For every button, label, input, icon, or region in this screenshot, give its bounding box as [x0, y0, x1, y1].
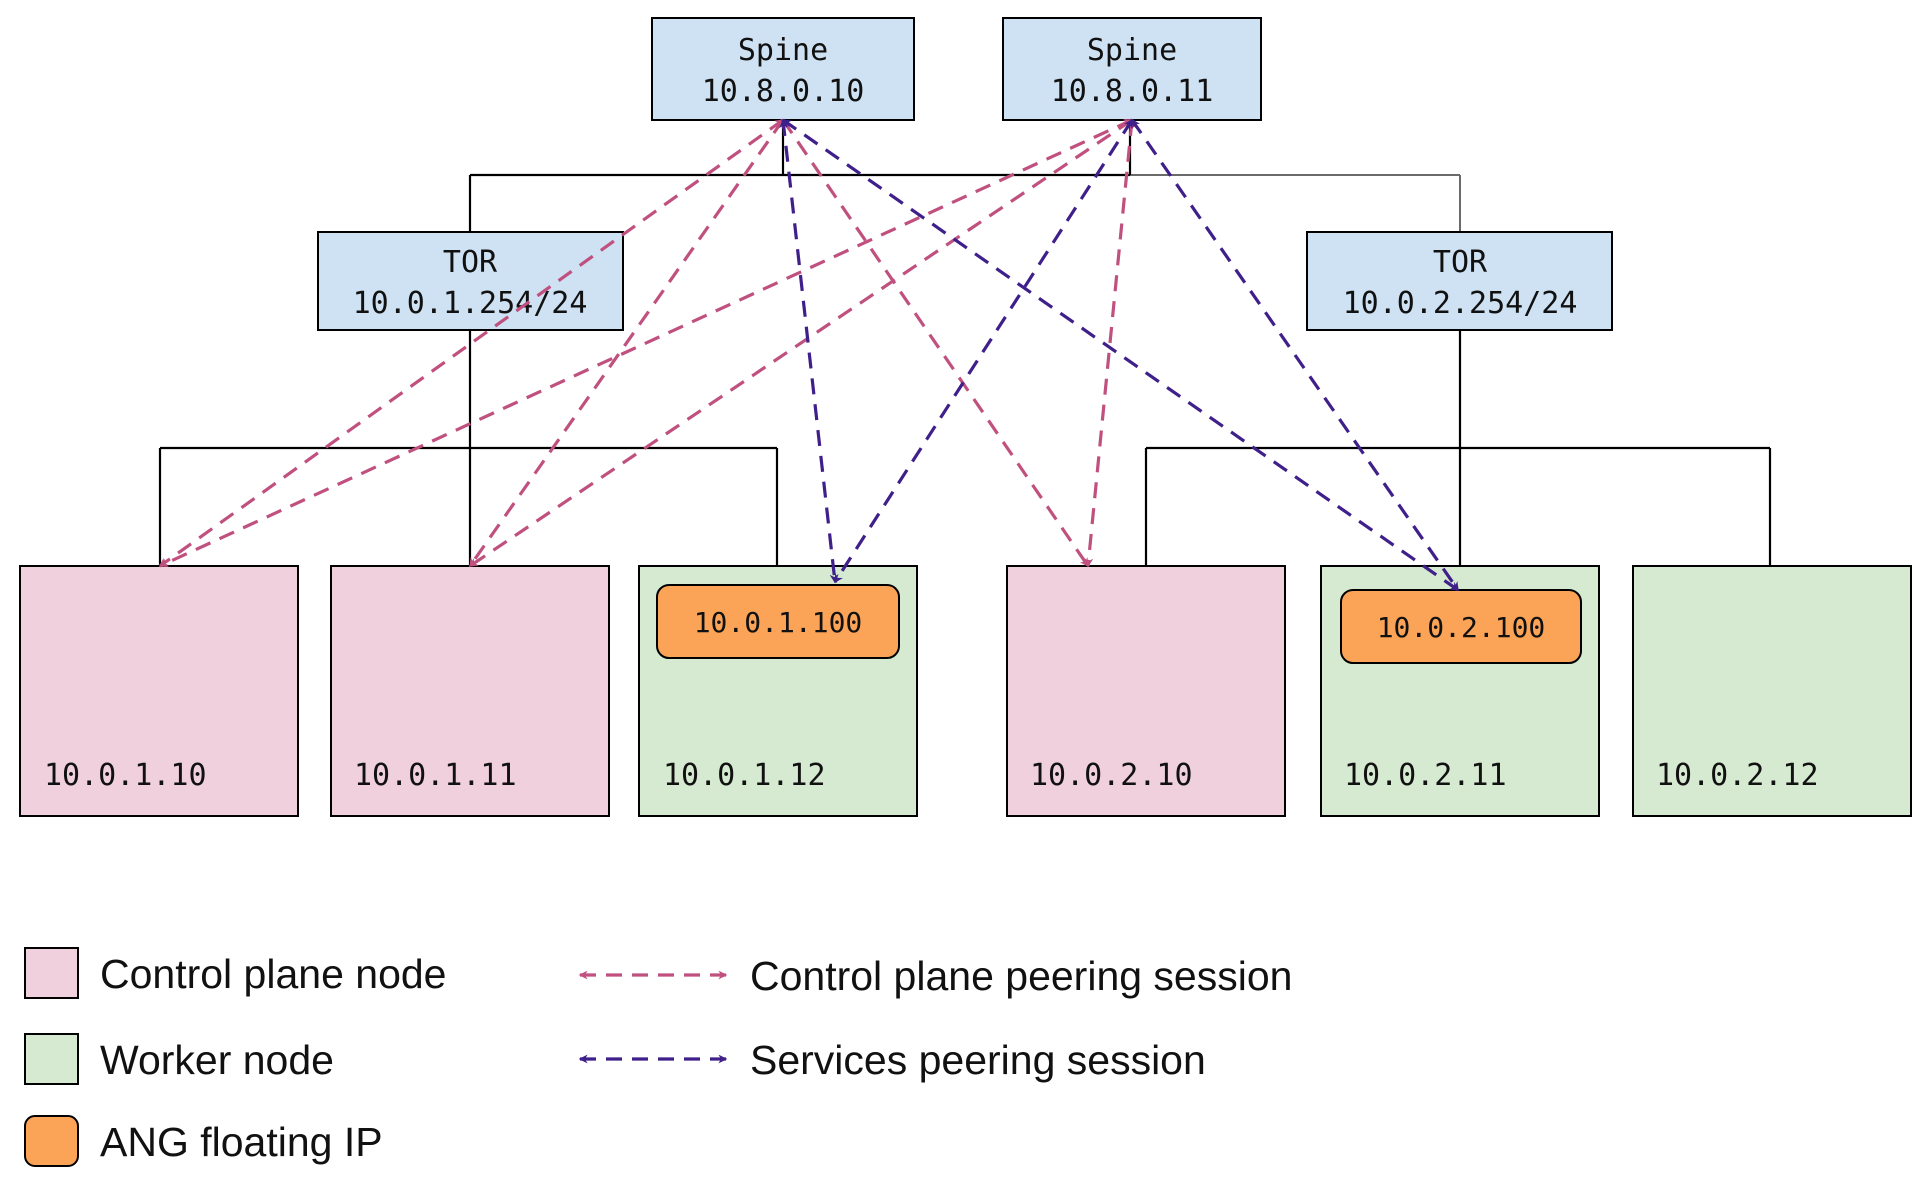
- node-ip: 10.0.2.10: [1030, 758, 1193, 793]
- floating-ip-label: 10.0.1.100: [694, 606, 863, 639]
- node-ip: 10.0.2.11: [1344, 758, 1507, 793]
- legend-item-floating-ip: ANG floating IP: [24, 1115, 383, 1167]
- services-session-arrow: [779, 118, 839, 584]
- spine-switch-box: [1002, 17, 1262, 121]
- node-box: 10.0.1.100 10.0.1.12: [638, 565, 918, 817]
- legend-label: Worker node: [100, 1037, 334, 1083]
- floating-ip-swatch: [24, 1115, 79, 1167]
- floating-ip-badge: [1340, 589, 1582, 664]
- node-rect: [1006, 565, 1286, 817]
- floating-ip-label: 10.0.2.100: [1377, 611, 1546, 644]
- node-ip: 10.0.2.12: [1656, 758, 1819, 793]
- worker-swatch: [24, 1033, 79, 1085]
- legend: Control plane node Worker node ANG float…: [24, 947, 1292, 1167]
- spine-switch-box: [651, 17, 915, 121]
- node-ip: 10.0.1.12: [663, 758, 826, 793]
- legend-item-control-plane-peering: Control plane peering session: [578, 953, 1292, 999]
- control-plane-swatch: [24, 947, 79, 999]
- spine-title: Spine: [738, 33, 828, 68]
- services-session-arrow: [833, 118, 1134, 584]
- legend-label: Services peering session: [750, 1037, 1206, 1083]
- legend-item-control-plane-node: Control plane node: [24, 947, 446, 999]
- tor-title: TOR: [443, 245, 498, 280]
- tor-switch: TOR 10.0.1.254/24: [317, 231, 624, 331]
- spine-switch: Spine 10.8.0.11: [1002, 17, 1262, 121]
- spine-title: Spine: [1087, 33, 1177, 68]
- node-box: 10.0.2.10: [1006, 565, 1286, 817]
- tor-title: TOR: [1433, 245, 1488, 280]
- control-plane-session-arrow: [468, 118, 1134, 568]
- tor-subnet: 10.0.2.254/24: [1343, 286, 1578, 321]
- control-plane-session-arrow: [158, 118, 785, 568]
- services-session-arrow: [1130, 118, 1460, 592]
- node-box: 10.0.2.12: [1632, 565, 1912, 817]
- legend-item-worker-node: Worker node: [24, 1033, 334, 1085]
- node-rect: [330, 565, 610, 817]
- node-box: 10.0.2.100 10.0.2.11: [1320, 565, 1600, 817]
- node-rect: [19, 565, 299, 817]
- control-plane-session-arrow: [781, 118, 1090, 568]
- legend-label: ANG floating IP: [100, 1119, 383, 1165]
- node-box: 10.0.1.11: [330, 565, 610, 817]
- tor-subnet: 10.0.1.254/24: [353, 286, 588, 321]
- peering-sessions: [158, 118, 1460, 592]
- control-plane-session-arrow: [158, 118, 1134, 568]
- legend-label: Control plane peering session: [750, 953, 1292, 999]
- node-rect: [1632, 565, 1912, 817]
- node-ip: 10.0.1.10: [44, 758, 207, 793]
- control-plane-session-arrow: [468, 118, 785, 568]
- node-ip: 10.0.1.11: [354, 758, 517, 793]
- services-session-arrow: [781, 118, 1460, 592]
- legend-item-services-peering: Services peering session: [578, 1037, 1206, 1083]
- spine-switch: Spine 10.8.0.10: [651, 17, 915, 121]
- control-plane-session-arrow: [1084, 118, 1136, 568]
- tor-switch: TOR 10.0.2.254/24: [1306, 231, 1613, 331]
- spine-ip: 10.8.0.10: [702, 74, 865, 109]
- legend-label: Control plane node: [100, 951, 446, 997]
- physical-links: [158, 120, 1772, 566]
- node-box: 10.0.1.10: [19, 565, 299, 817]
- floating-ip-badge: [656, 584, 900, 659]
- spine-ip: 10.8.0.11: [1051, 74, 1214, 109]
